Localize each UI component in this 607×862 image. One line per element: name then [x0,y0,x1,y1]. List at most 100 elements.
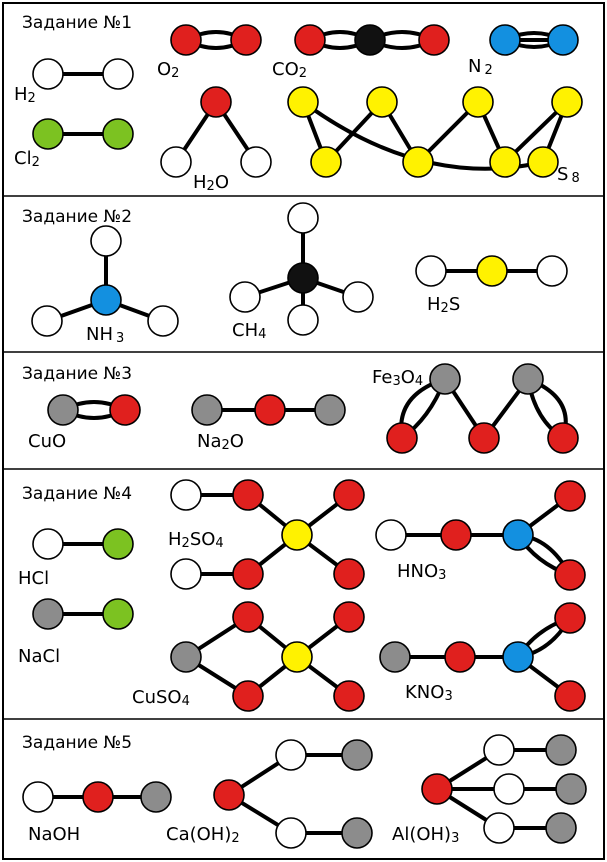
molecule-aloh3 [421,734,587,844]
formula-label: NaOH [28,824,80,845]
formula-part: H [193,172,207,193]
atom-hydrogen [536,255,568,287]
molecule-o2 [170,24,262,56]
atom-hydrogen [31,305,63,337]
atom-chlorine [102,528,134,560]
atom-sulfur [310,146,342,178]
atom-nitrogen [489,24,521,56]
atom-metal [341,817,373,849]
molecule-na2o [191,394,346,426]
formula-label: Na2O [197,431,244,453]
atom-metal [512,363,544,395]
atom-oxygen [421,773,453,805]
atom-hydrogen [342,281,374,313]
formula-subscript: 3 [116,331,124,346]
formula-subscript: 2 [207,179,215,194]
formula-subscript: 2 [222,438,230,453]
formula-part: CO [272,59,299,80]
molecule-n2 [489,24,579,56]
formula-label: NaCl [18,646,60,667]
atom-oxygen [232,479,264,511]
molecule-ch4 [229,202,374,336]
atom-oxygen [109,394,141,426]
formula-subscript: 2 [441,301,449,316]
molecule-cuso4 [170,601,365,712]
atom-nitrogen [547,24,579,56]
atom-nitrogen [502,641,534,673]
atom-sulfur [489,146,521,178]
atom-chlorine [102,598,134,630]
atom-metal [429,363,461,395]
atom-oxygen [232,601,264,633]
atom-oxygen [170,24,202,56]
formula-label: Ca(OH)2 [166,824,240,846]
atom-oxygen [294,24,326,56]
formula-subscript: 3 [451,831,459,846]
formula-subscript: 4 [415,374,423,389]
atom-metal [170,641,202,673]
atom-carbon [287,262,319,294]
formula-part: Fe [372,367,392,388]
atom-sulfur [527,146,559,178]
atom-hydrogen [32,58,64,90]
atom-hydrogen [483,812,515,844]
atom-oxygen [333,479,365,511]
atom-oxygen [386,422,418,454]
atom-metal [314,394,346,426]
atom-oxygen [230,24,262,56]
atom-hydrogen [170,558,202,590]
atom-hydrogen [102,58,134,90]
formula-part: O [157,59,171,80]
atom-hydrogen [229,281,261,313]
formula-label: H2O [193,172,229,194]
formula-part: HNO [397,561,438,582]
atom-hydrogen [483,734,515,766]
atom-hydrogen [375,519,407,551]
atom-hydrogen [415,255,447,287]
formula-label: Fe3O4 [372,367,423,389]
formula-label: H2SO4 [168,529,224,551]
atom-oxygen [232,558,264,590]
atom-oxygen [418,24,450,56]
molecule-nh3 [31,225,179,337]
task-title: Задание №1 [22,13,132,33]
atom-oxygen [554,680,586,712]
formula-label: HNO3 [397,561,446,583]
formula-label: H2S [427,294,460,316]
formula-subscript: 2 [299,66,307,81]
formula-label: CuO [28,431,66,452]
atom-hydrogen [287,202,319,234]
atom-oxygen [333,558,365,590]
formula-part: O [401,367,415,388]
formula-label: CH4 [232,320,266,342]
atom-sulfur [402,146,434,178]
atom-hydrogen [32,528,64,560]
formula-part: H [14,84,28,105]
atom-sulfur [366,86,398,118]
formula-label: O2 [157,59,179,81]
atom-metal [32,598,64,630]
formula-label: CO2 [272,59,307,81]
formula-label: HCl [18,568,49,589]
atom-hydrogen [22,781,54,813]
atom-hydrogen [493,773,525,805]
atom-metal [379,641,411,673]
molecule-h2so4 [170,479,365,590]
atom-hydrogen [147,305,179,337]
molecule-hcl [32,528,134,560]
atom-oxygen [82,781,114,813]
atom-sulfur [476,255,508,287]
formula-subscript: 8 [571,171,579,186]
formula-subscript: 4 [258,327,266,342]
atom-metal [545,734,577,766]
molecule-h2 [32,58,134,90]
atom-metal [47,394,79,426]
formula-subscript: 3 [392,374,400,389]
atom-hydrogen [90,225,122,257]
formula-subscript: 2 [231,831,239,846]
atom-sulfur [551,86,583,118]
atom-oxygen [468,422,500,454]
